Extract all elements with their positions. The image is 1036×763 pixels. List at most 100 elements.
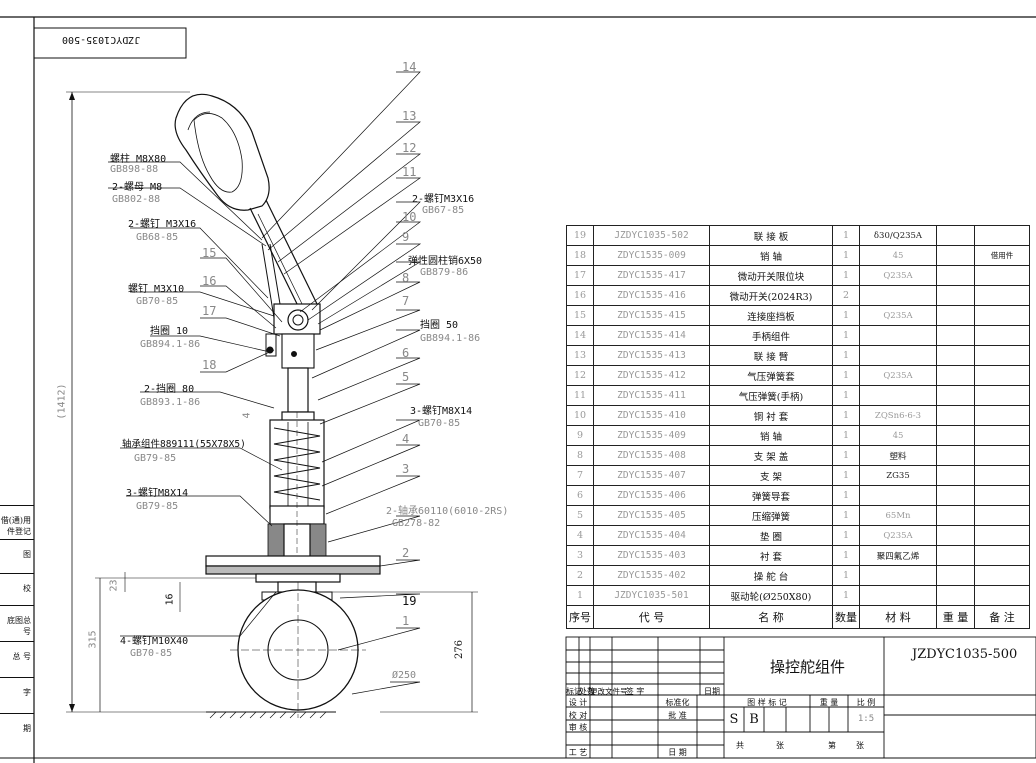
bom-cell-no: 17 bbox=[566, 265, 594, 286]
bom-cell-no: 19 bbox=[566, 225, 594, 246]
bom-cell-no: 16 bbox=[566, 285, 594, 306]
assembly-title: 操控舵组件 bbox=[770, 658, 846, 676]
rev-header: 更改文件号 bbox=[590, 687, 628, 696]
sheet-no-label: 第 bbox=[828, 741, 836, 750]
bom-cell-qty: 1 bbox=[832, 305, 860, 326]
bom-cell-code: ZDYC1535-414 bbox=[593, 325, 710, 346]
callout-retainer-80-std: GB893.1-86 bbox=[140, 397, 201, 408]
bom-cell-code: ZDYC1535-410 bbox=[593, 405, 710, 426]
role-label: 设 计 bbox=[568, 698, 588, 707]
callout-screw-m8x14-left: 3-螺钉M8X14 bbox=[126, 488, 189, 499]
leader-lines-left bbox=[108, 161, 283, 637]
bom-cell-weight bbox=[936, 545, 975, 566]
bom-cell-code: ZDYC1535-413 bbox=[593, 345, 710, 366]
callout-retainer-10-std: GB894.1-86 bbox=[140, 339, 201, 350]
side-label-zi: 字 bbox=[0, 677, 34, 713]
bom-cell-note bbox=[974, 265, 1030, 286]
bom-cell-note bbox=[974, 565, 1030, 586]
callout-screw-m3x16-right-std: GB67-85 bbox=[422, 205, 465, 216]
bom-cell-no: 10 bbox=[566, 405, 594, 426]
drive-wheel bbox=[206, 582, 366, 719]
drawing-number: JZDYC1035-500 bbox=[912, 647, 1018, 662]
callout-screw-m8x14-right-std: GB70-85 bbox=[418, 418, 461, 429]
meta-header: 重 量 bbox=[819, 698, 839, 707]
bom-cell-weight bbox=[936, 585, 975, 606]
bom-cell-name: 操 舵 台 bbox=[709, 565, 833, 586]
bom-cell-mat: Q235A bbox=[859, 265, 937, 286]
bom-cell-code: ZDYC1535-411 bbox=[593, 385, 710, 406]
bom-cell-qty: 1 bbox=[832, 345, 860, 366]
callout-screw-m3x16-std: GB68-85 bbox=[136, 232, 179, 243]
callout-screw-m3x10-std: GB70-85 bbox=[136, 296, 179, 307]
bom-cell-weight bbox=[936, 485, 975, 506]
bom-cell-mat: 65Mn bbox=[859, 505, 937, 526]
bom-cell-code: ZDYC1535-409 bbox=[593, 425, 710, 446]
part-number: 12 bbox=[402, 141, 417, 155]
dim-wheel-diameter: Ø250 bbox=[392, 670, 417, 681]
side-label-jiao: 校 bbox=[0, 573, 34, 605]
role-label: 校 对 bbox=[568, 711, 588, 720]
bom-cell-note bbox=[974, 525, 1030, 546]
bom-cell-weight bbox=[936, 365, 975, 386]
bom-cell-mat: ZG35 bbox=[859, 465, 937, 486]
bom-cell-code: JZDYC1035-501 bbox=[593, 585, 710, 606]
sheets-total-unit: 张 bbox=[776, 741, 784, 750]
code-stamp: JZDYC1035-500 bbox=[62, 34, 141, 45]
callout-nut-std: GB802-88 bbox=[112, 194, 161, 205]
bom-cell-weight bbox=[936, 325, 975, 346]
bom-cell-note bbox=[974, 285, 1030, 306]
bom-cell-mat: Q235A bbox=[859, 365, 937, 386]
bom-cell-qty: 1 bbox=[832, 225, 860, 246]
bom-cell-note bbox=[974, 485, 1030, 506]
bom-cell-code: JZDYC1035-502 bbox=[593, 225, 710, 246]
bom-cell-note bbox=[974, 545, 1030, 566]
callout-nut: 2-螺母 M8 bbox=[112, 182, 163, 193]
bom-cell-mat bbox=[859, 385, 937, 406]
bom-cell-mat bbox=[859, 325, 937, 346]
bom-cell-qty: 2 bbox=[832, 285, 860, 306]
bom-header-no: 序号 bbox=[566, 605, 594, 629]
bom-header-weight: 重 量 bbox=[936, 605, 975, 629]
sheets-total-label: 共 bbox=[736, 741, 744, 750]
part-number: 9 bbox=[402, 230, 410, 244]
bom-cell-qty: 1 bbox=[832, 585, 860, 606]
side-label-zonghao: 总 号 bbox=[0, 641, 34, 677]
bom-cell-note bbox=[974, 425, 1030, 446]
bom-cell-no: 9 bbox=[566, 425, 594, 446]
bom-cell-mat: ZQSn6-6-3 bbox=[859, 405, 937, 426]
handle-assembly bbox=[174, 93, 319, 331]
bom-cell-code: ZDYC1535-415 bbox=[593, 305, 710, 326]
bom-cell-code: ZDYC1535-417 bbox=[593, 265, 710, 286]
bom-cell-no: 1 bbox=[566, 585, 594, 606]
side-label-ditu: 底图总号 bbox=[0, 605, 34, 641]
callout-screw-m3x16-right: 2-螺钉M3X16 bbox=[412, 194, 475, 205]
bom-cell-name: 支 架 盖 bbox=[709, 445, 833, 466]
part-number: 6 bbox=[402, 346, 410, 360]
bom-cell-mat: 45 bbox=[859, 245, 937, 266]
bom-cell-code: ZDYC1535-402 bbox=[593, 565, 710, 586]
side-label-reg: 借(通)用件登记 bbox=[0, 505, 34, 539]
part-number: 17 bbox=[202, 304, 217, 318]
role-mid: 日 期 bbox=[668, 748, 687, 757]
callout-screw-m10x40-std: GB70-85 bbox=[130, 648, 173, 659]
bom-header-name: 名 称 bbox=[709, 605, 833, 629]
bom-cell-note bbox=[974, 385, 1030, 406]
mark-b: B bbox=[749, 712, 759, 727]
bom-cell-no: 15 bbox=[566, 305, 594, 326]
rev-header: 日期 bbox=[704, 687, 720, 696]
bom-cell-note bbox=[974, 465, 1030, 486]
bom-cell-qty: 1 bbox=[832, 365, 860, 386]
bom-header-code: 代 号 bbox=[593, 605, 710, 629]
bom-cell-name: 气压弹簧套 bbox=[709, 365, 833, 386]
meta-header: 比 例 bbox=[856, 698, 876, 707]
bom-cell-code: ZDYC1535-403 bbox=[593, 545, 710, 566]
bom-cell-mat: δ30/Q235A bbox=[859, 225, 937, 246]
bom-cell-no: 6 bbox=[566, 485, 594, 506]
bom-cell-name: 联 接 板 bbox=[709, 225, 833, 246]
bom-cell-weight bbox=[936, 465, 975, 486]
bom-cell-name: 微动开关(2024R3) bbox=[709, 285, 833, 306]
